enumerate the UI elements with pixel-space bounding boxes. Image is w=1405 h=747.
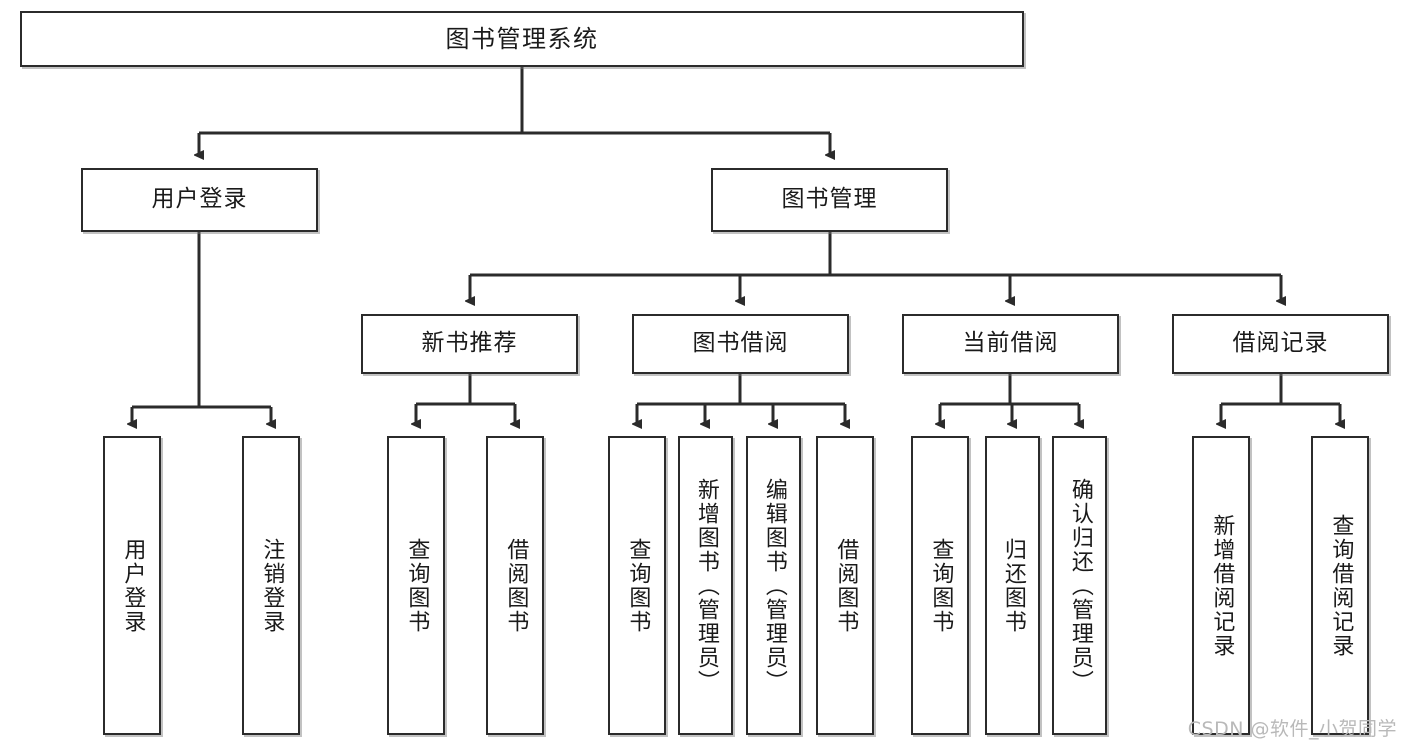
node-leaf-edit-book-admin[interactable]: 编辑图书（管理员） bbox=[746, 436, 801, 735]
node-book-management[interactable]: 图书管理 bbox=[711, 168, 948, 232]
node-borrow-record[interactable]: 借阅记录 bbox=[1172, 314, 1389, 374]
node-label: 确认归还（管理员） bbox=[1067, 477, 1093, 694]
node-leaf-query-book-borrow[interactable]: 查询图书 bbox=[608, 436, 666, 735]
node-label: 借阅图书 bbox=[833, 537, 859, 634]
node-label: 新增图书（管理员） bbox=[693, 477, 719, 694]
node-label: 归还图书 bbox=[1000, 537, 1026, 634]
node-leaf-add-borrow-record[interactable]: 新增借阅记录 bbox=[1192, 436, 1250, 735]
node-leaf-query-book-current[interactable]: 查询图书 bbox=[911, 436, 969, 735]
node-leaf-borrow-book-recommend[interactable]: 借阅图书 bbox=[486, 436, 544, 735]
node-label: 图书管理系统 bbox=[445, 24, 599, 53]
node-label: 新增借阅记录 bbox=[1209, 513, 1235, 658]
node-book-borrow[interactable]: 图书借阅 bbox=[632, 314, 849, 374]
node-leaf-query-borrow-record[interactable]: 查询借阅记录 bbox=[1311, 436, 1369, 735]
node-label: 查询图书 bbox=[404, 537, 430, 634]
node-label: 查询借阅记录 bbox=[1328, 513, 1354, 658]
node-label: 当前借阅 bbox=[962, 330, 1059, 357]
node-leaf-borrow-book[interactable]: 借阅图书 bbox=[816, 436, 874, 735]
node-label: 图书管理 bbox=[781, 186, 878, 213]
node-label: 注销登录 bbox=[259, 537, 285, 634]
node-label: 图书借阅 bbox=[692, 330, 789, 357]
node-leaf-user-logout[interactable]: 注销登录 bbox=[242, 436, 300, 735]
node-label: 查询图书 bbox=[625, 537, 651, 634]
node-label: 编辑图书（管理员） bbox=[761, 477, 787, 694]
node-leaf-add-book-admin[interactable]: 新增图书（管理员） bbox=[678, 436, 733, 735]
node-current-borrow[interactable]: 当前借阅 bbox=[902, 314, 1119, 374]
node-label: 查询图书 bbox=[928, 537, 954, 634]
node-leaf-query-book-recommend[interactable]: 查询图书 bbox=[387, 436, 445, 735]
node-label: 用户登录 bbox=[151, 186, 248, 213]
node-label: 借阅记录 bbox=[1232, 330, 1329, 357]
node-label: 用户登录 bbox=[120, 537, 146, 634]
node-label: 新书推荐 bbox=[421, 330, 518, 357]
node-new-book-recommend[interactable]: 新书推荐 bbox=[361, 314, 578, 374]
node-label: 借阅图书 bbox=[503, 537, 529, 634]
node-leaf-confirm-return-admin[interactable]: 确认归还（管理员） bbox=[1052, 436, 1107, 735]
node-leaf-user-login[interactable]: 用户登录 bbox=[103, 436, 161, 735]
node-book-management-system[interactable]: 图书管理系统 bbox=[20, 11, 1024, 67]
watermark-text: CSDN @软件_小贺同学 bbox=[1187, 718, 1397, 740]
node-user-login[interactable]: 用户登录 bbox=[81, 168, 318, 232]
node-leaf-return-book[interactable]: 归还图书 bbox=[985, 436, 1040, 735]
